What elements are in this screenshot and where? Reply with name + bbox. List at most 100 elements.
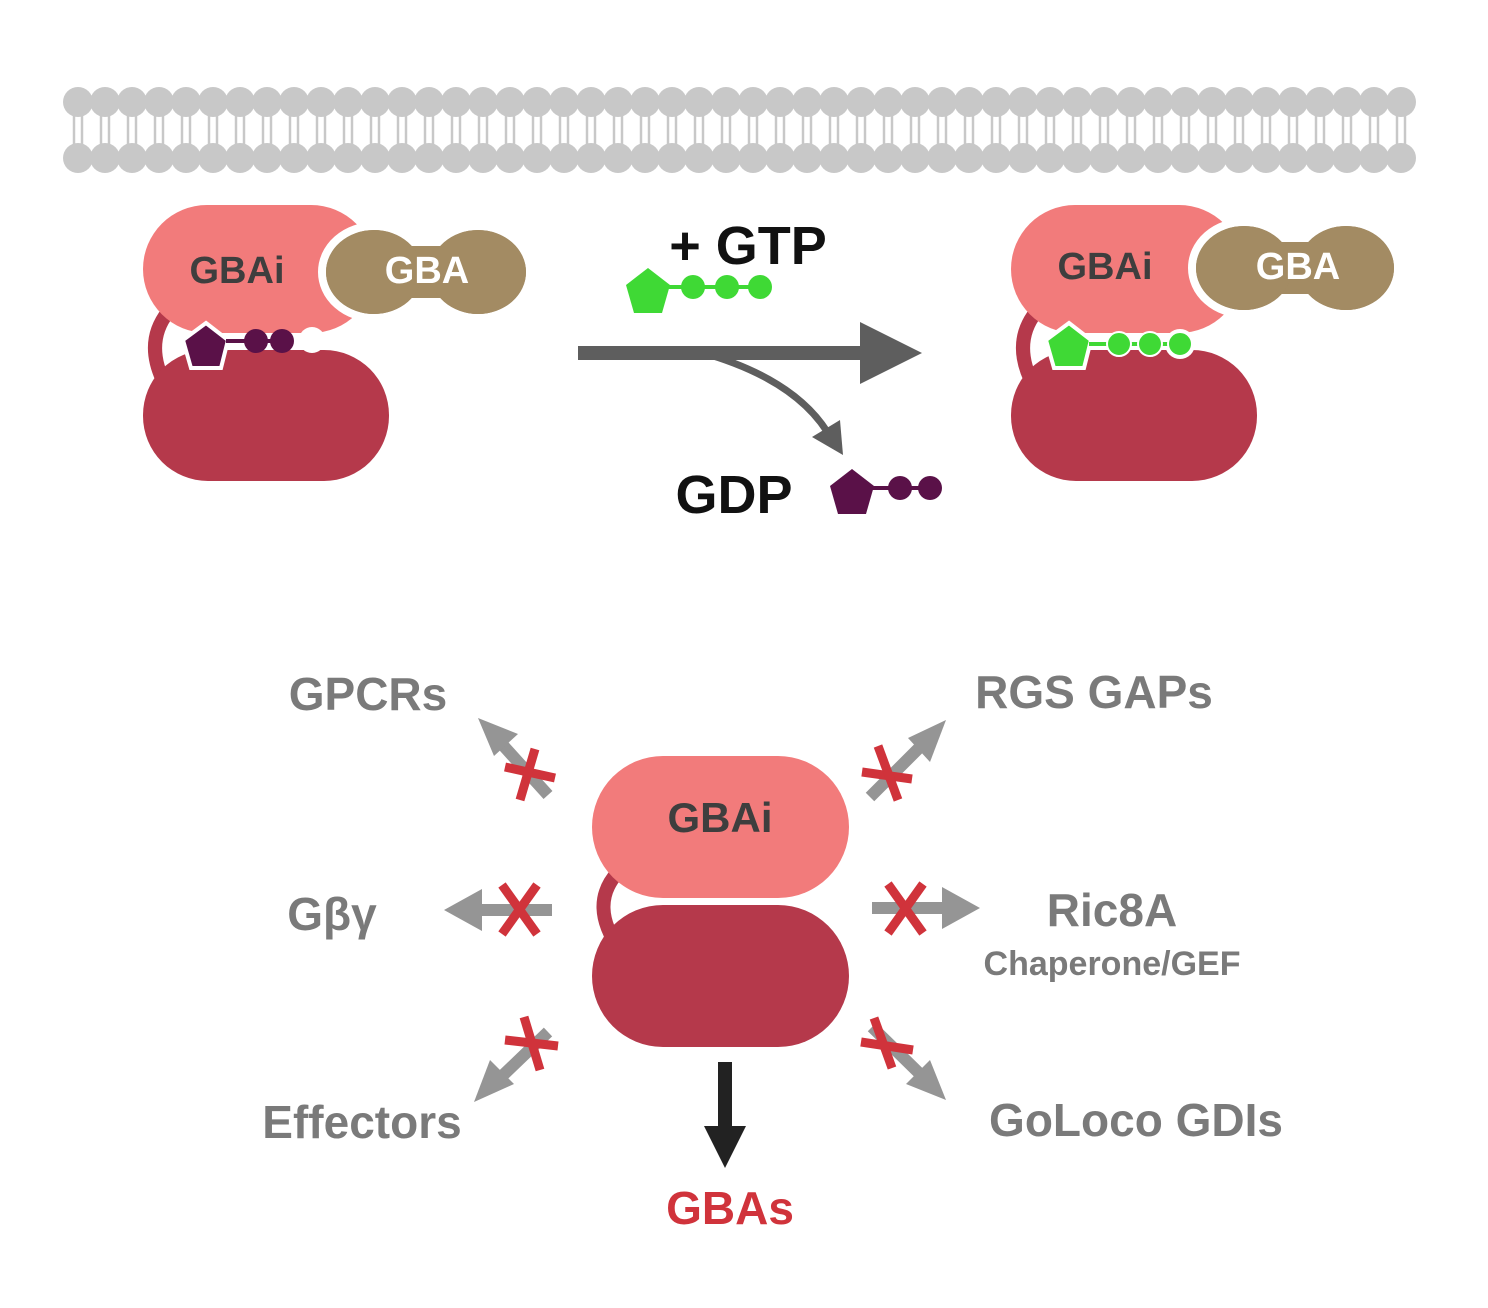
lipid-head (144, 87, 174, 117)
lipid-head (1008, 143, 1038, 173)
lipid-head (981, 87, 1011, 117)
lipid-head (684, 143, 714, 173)
label-rgs-gaps: RGS GAPs (975, 666, 1213, 718)
gdp-label: GDP (675, 465, 792, 525)
lipid-head (954, 87, 984, 117)
lipid-head (1089, 143, 1119, 173)
lipid-head (171, 87, 201, 117)
lipid-head (387, 87, 417, 117)
lipid-head (738, 143, 768, 173)
lipid-head (846, 143, 876, 173)
right-complex: GBAi GBA (1011, 205, 1402, 481)
lipid-head (819, 143, 849, 173)
lipid-head (927, 87, 957, 117)
galpha-lower-domain (592, 905, 849, 1047)
blocked-arrow-rgs-gaps (861, 720, 946, 802)
lipid-head (414, 143, 444, 173)
lipid-head (171, 143, 201, 173)
gdp-release-arrowhead (812, 420, 843, 455)
lipid-head (873, 87, 903, 117)
lipid-head (603, 143, 633, 173)
label-effectors: Effectors (262, 1096, 461, 1148)
lipid-head (657, 143, 687, 173)
lipid-head (1035, 87, 1065, 117)
lipid-head (1062, 87, 1092, 117)
label-goloco-gdis: GoLoco GDIs (989, 1094, 1283, 1146)
lipid-head (1008, 87, 1038, 117)
lipid-head (1278, 143, 1308, 173)
lipid-head (1062, 143, 1092, 173)
lipid-head (765, 87, 795, 117)
lipid-head (1197, 143, 1227, 173)
blocked-arrow-gbg (444, 882, 552, 937)
lipid-head (252, 143, 282, 173)
lipid-head (1224, 143, 1254, 173)
lipid-head (495, 87, 525, 117)
lipid-head (792, 87, 822, 117)
lipid-head (765, 143, 795, 173)
lipid-head (225, 143, 255, 173)
lipid-head (468, 87, 498, 117)
main-arrow-shaft (578, 346, 868, 360)
blocked-arrow-goloco (860, 1016, 946, 1100)
lipid-head (1170, 87, 1200, 117)
lipid-head (927, 143, 957, 173)
lipid-head (1251, 87, 1281, 117)
lipid-head (1224, 87, 1254, 117)
gdp-release-arrow (699, 348, 836, 442)
lipid-head (306, 87, 336, 117)
lipid-head (873, 143, 903, 173)
lipid-head (414, 87, 444, 117)
lipid-head (900, 87, 930, 117)
gtp-molecule-free (626, 268, 772, 313)
gdp-molecule-bound (180, 320, 325, 370)
lipid-head (819, 87, 849, 117)
left-complex: GBAi GBA (143, 205, 534, 481)
gba-domain (318, 222, 534, 322)
lipid-head (441, 87, 471, 117)
lipid-head (900, 143, 930, 173)
lipid-head (684, 87, 714, 117)
lipid-head (1386, 143, 1416, 173)
lipid-head (981, 143, 1011, 173)
lipid-head (90, 87, 120, 117)
lipid-head (1251, 143, 1281, 173)
lipid-head (63, 87, 93, 117)
lipid-head (576, 143, 606, 173)
arrow-to-gbas (704, 1062, 746, 1168)
gbai-domain (1011, 205, 1243, 333)
lipid-head (549, 87, 579, 117)
center-complex: GBAi (592, 756, 849, 1047)
gbai-label-left: GBAi (190, 250, 285, 292)
label-ric8a-sub: Chaperone/GEF (984, 945, 1241, 983)
gtp-molecule-bound (1043, 320, 1195, 370)
gbai-label-center: GBAi (668, 794, 773, 841)
gbai-domain (143, 205, 375, 333)
lipid-head (1170, 143, 1200, 173)
lipid-head (549, 143, 579, 173)
lipid-head (63, 143, 93, 173)
lipid-head (1332, 143, 1362, 173)
lipid-head (657, 87, 687, 117)
lipid-head (495, 143, 525, 173)
lipid-head (792, 143, 822, 173)
main-arrow-head (860, 322, 922, 384)
lipid-head (522, 143, 552, 173)
lipid-head (306, 143, 336, 173)
lipid-head (738, 87, 768, 117)
gbai-domain (592, 756, 849, 898)
lipid-head (225, 87, 255, 117)
blocked-arrow-effectors (474, 1015, 559, 1102)
lipid-head (1305, 143, 1335, 173)
lipid-head (1359, 87, 1389, 117)
lipid-head (576, 87, 606, 117)
lipid-head (846, 87, 876, 117)
lipid-head (468, 143, 498, 173)
lipid-head (630, 87, 660, 117)
lipid-head (1305, 87, 1335, 117)
lipid-head (387, 143, 417, 173)
lipid-head (144, 143, 174, 173)
blocked-arrow-ric8a (872, 881, 980, 936)
exchange-arrow (578, 322, 922, 455)
